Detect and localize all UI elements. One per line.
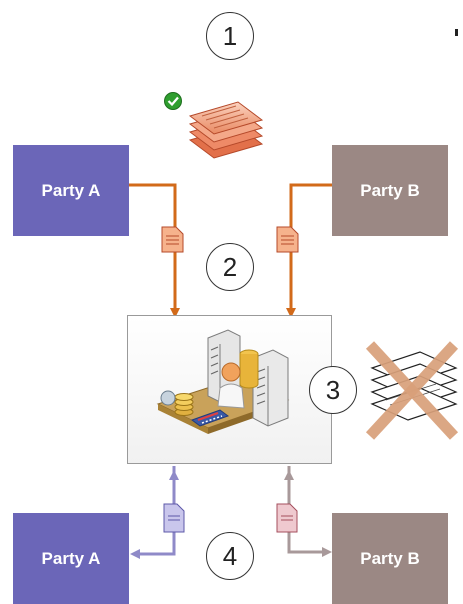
step-3-marker: 3 bbox=[309, 366, 357, 414]
office-server-icon bbox=[156, 329, 290, 434]
party-a-label: Party A bbox=[41, 180, 101, 200]
party-b-label: Party B bbox=[360, 180, 420, 200]
step-1-marker: 1 bbox=[206, 12, 254, 60]
document-icon bbox=[163, 503, 185, 533]
party-a-box: Party A bbox=[13, 145, 129, 236]
step-2-marker: 2 bbox=[206, 243, 254, 291]
party-b-box: Party B bbox=[332, 145, 448, 236]
flow-hub-to-party-a bbox=[130, 466, 176, 559]
step-number: 1 bbox=[222, 20, 238, 51]
document-icon bbox=[276, 503, 298, 533]
document-stack-icon bbox=[188, 101, 264, 159]
flow-hub-to-party-b bbox=[287, 466, 332, 557]
step-4-marker: 4 bbox=[206, 532, 254, 580]
flow-party-a-to-hub bbox=[129, 183, 180, 318]
flow-party-b-to-hub bbox=[286, 183, 332, 318]
step-number: 3 bbox=[325, 374, 341, 405]
step-number: 4 bbox=[222, 540, 238, 571]
step-number: 2 bbox=[222, 251, 238, 282]
party-b-box: Party B bbox=[332, 513, 448, 604]
party-a-box: Party A bbox=[13, 513, 129, 604]
party-b-label: Party B bbox=[360, 548, 420, 568]
document-icon bbox=[161, 226, 184, 253]
crossed-documents-icon bbox=[365, 341, 459, 440]
cropped-edge-mark bbox=[455, 29, 458, 36]
checkmark-icon bbox=[164, 92, 182, 110]
document-icon bbox=[276, 226, 299, 253]
party-a-label: Party A bbox=[41, 548, 101, 568]
central-hub bbox=[127, 315, 332, 464]
